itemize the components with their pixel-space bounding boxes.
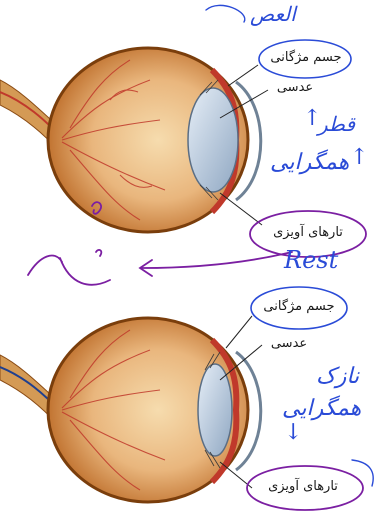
handwritten-bottom-thin-note: نازک (316, 364, 359, 389)
top-eye-diagram (0, 48, 261, 232)
handwritten-bottom-convexity-note: همگرایی (282, 396, 361, 421)
ciliary-body-label-top: جسم مژگانی (264, 50, 348, 65)
handwritten-top-note: العص (250, 2, 296, 26)
handwritten-rest-note: Rest (284, 246, 338, 274)
handwritten-thin-note: قطر (318, 112, 355, 136)
lens-bottom (198, 364, 232, 456)
handwritten-convexity-note: همگرایی (270, 150, 349, 175)
lens-top (188, 88, 238, 192)
arrow-left-stroke (142, 252, 292, 268)
handwritten-arrow-down: ↓ (284, 420, 302, 445)
blue-curve-top (206, 5, 245, 22)
lens-label-top: عدسی (268, 80, 322, 95)
bottom-eye-diagram (0, 318, 261, 502)
handwritten-arrow-up-2: ↑ (350, 145, 368, 170)
lens-label-bottom: عدسی (262, 336, 316, 351)
zonule-fibers-label-bottom: تارهای آویزی (252, 479, 354, 494)
zonule-fibers-label-top: تارهای آویزی (258, 225, 358, 240)
ciliary-body-label-bottom: جسم مژگانی (256, 299, 342, 314)
leader-ciliary-bottom (226, 316, 252, 348)
leader-ciliary-top (228, 65, 258, 86)
blue-bracket (352, 460, 373, 486)
handwritten-arrow-up-1: ↑ (303, 106, 321, 131)
